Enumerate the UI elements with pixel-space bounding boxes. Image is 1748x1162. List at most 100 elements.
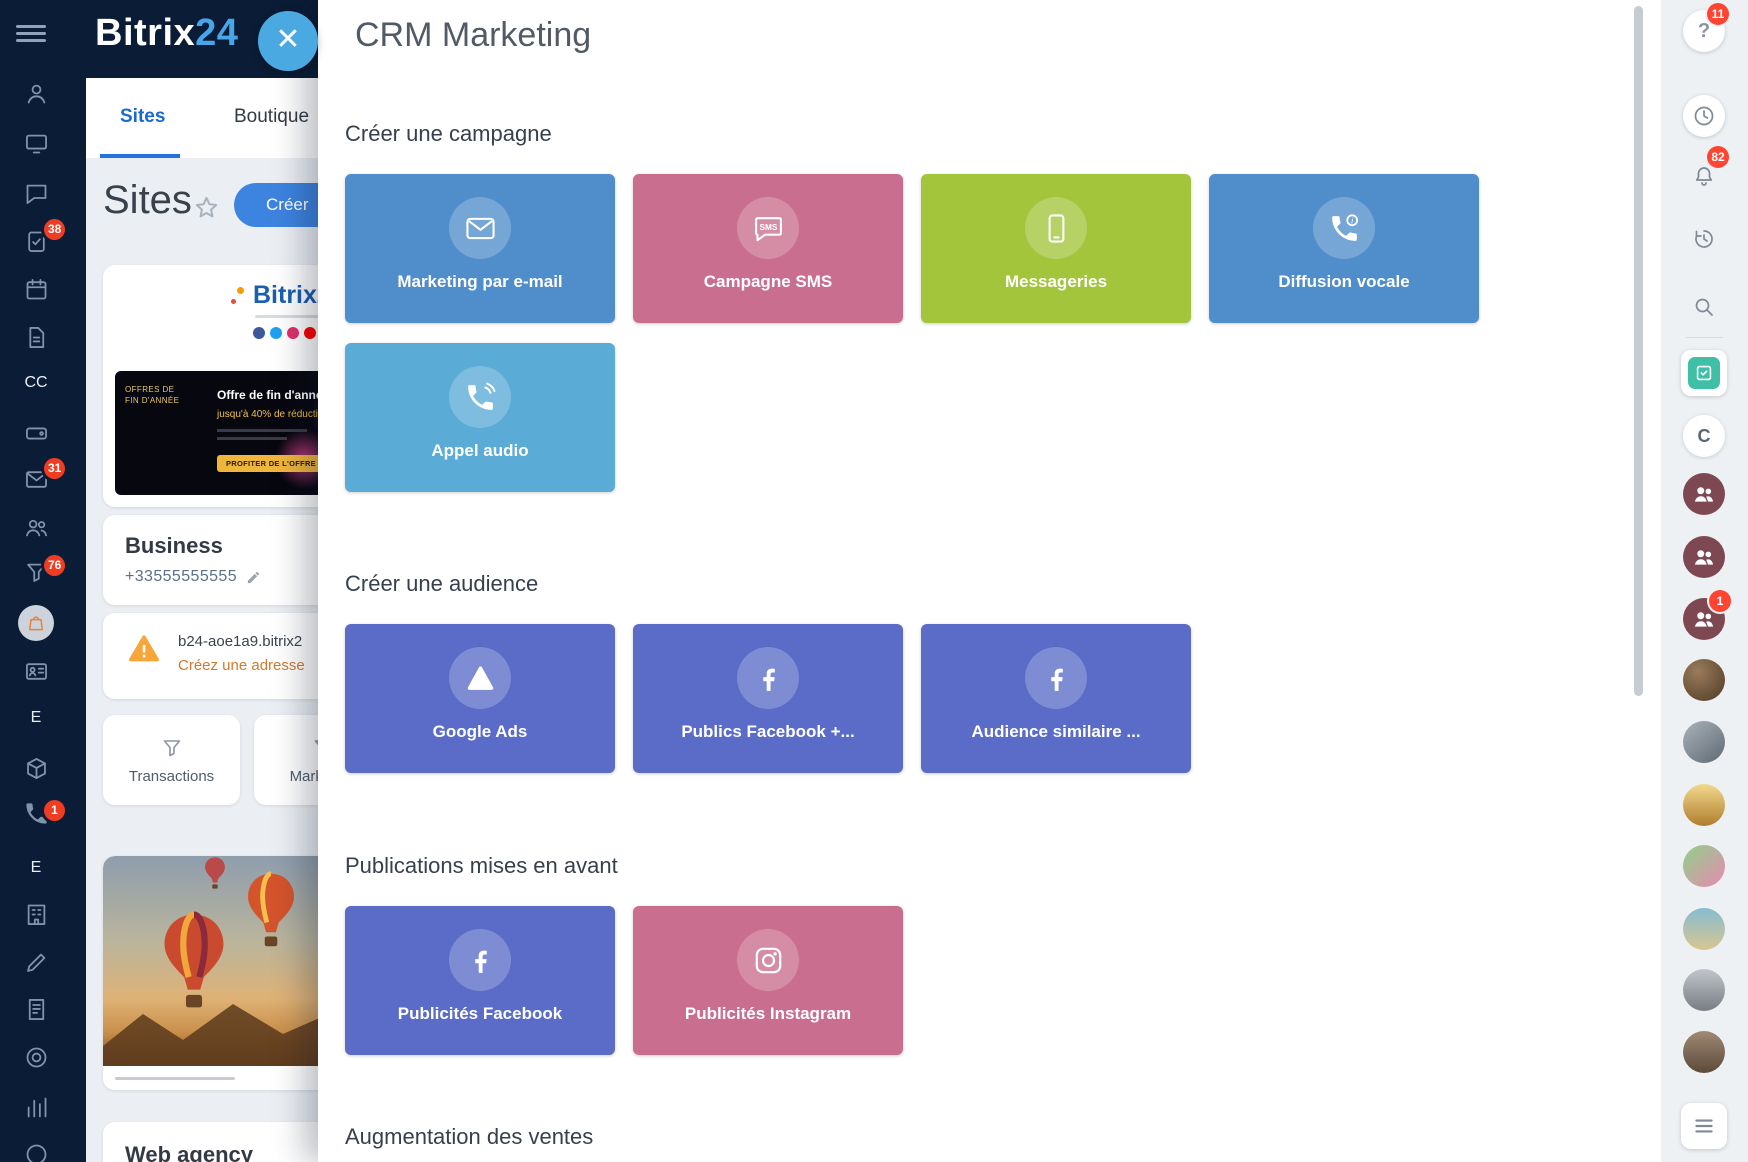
card-facebook-ads[interactable]: Publicités Facebook (345, 906, 615, 1055)
main-menu-icon[interactable] (16, 21, 46, 47)
mail-icon[interactable] (22, 465, 50, 493)
card-voice-broadcast[interactable]: i Diffusion vocale (1209, 174, 1479, 323)
panel-scrollbar-track (1631, 0, 1646, 1162)
card-google-ads[interactable]: Google Ads (345, 624, 615, 773)
sidebar-label-cc[interactable]: CC (24, 374, 48, 391)
chat-list-button[interactable] (1681, 1103, 1727, 1149)
close-icon: ✕ (275, 23, 301, 56)
contact-avatar[interactable] (1683, 908, 1725, 950)
tab-boutique[interactable]: Boutique (234, 106, 310, 127)
group-chat-avatar[interactable] (1683, 536, 1725, 578)
card-lookalike-audience[interactable]: Audience similaire ... (921, 624, 1191, 773)
automation-icon[interactable] (22, 1043, 50, 1071)
site-name: Business (125, 533, 223, 558)
twitter-icon (270, 327, 282, 339)
crm-badge: 76 (44, 555, 66, 576)
documents-icon[interactable] (22, 323, 50, 351)
help-button[interactable]: ? (1683, 10, 1725, 52)
drive-icon[interactable] (22, 419, 50, 447)
section-title: Créer une audience (345, 571, 539, 596)
panel-scrollbar-thumb[interactable] (1634, 6, 1643, 696)
counter-label: Transactions (128, 767, 215, 785)
planner-button[interactable] (1681, 350, 1727, 396)
sms-icon: SMS (737, 197, 799, 259)
promo-side-text: OFFRES DE FIN D'ANNÉE (125, 385, 180, 405)
user-avatar[interactable]: C (1683, 415, 1725, 457)
funnel-icon (163, 739, 180, 756)
mail-badge: 31 (44, 458, 66, 479)
edit-pencil-icon[interactable] (246, 570, 261, 585)
history-button[interactable] (1683, 218, 1725, 260)
bitrix24-logo[interactable]: Bitrix24 (95, 12, 239, 54)
messenger-icon[interactable] (22, 179, 50, 207)
contact-avatar[interactable] (1683, 1031, 1725, 1073)
card-audio-call[interactable]: Appel audio (345, 343, 615, 492)
facebook-icon (253, 327, 265, 339)
favorite-star-icon[interactable] (193, 194, 220, 221)
instagram-icon (737, 929, 799, 991)
svg-text:i: i (1351, 216, 1354, 225)
history-icon (1695, 230, 1713, 248)
group-chat-badge: 1 (1709, 590, 1731, 612)
clock-button[interactable] (1683, 95, 1725, 137)
contact-avatar[interactable] (1683, 721, 1725, 763)
marketplace-icon[interactable] (18, 605, 54, 641)
youtube-icon (304, 327, 316, 339)
sidebar-label-e2[interactable]: E (30, 859, 42, 876)
people-icon (1691, 481, 1717, 507)
notifications-badge: 82 (1707, 146, 1729, 168)
card-facebook-audience[interactable]: Publics Facebook +... (633, 624, 903, 773)
card-messengers[interactable]: Messageries (921, 174, 1191, 323)
analytics-icon[interactable] (22, 1093, 50, 1121)
crm-icon[interactable] (22, 513, 50, 541)
question-icon: ? (1697, 19, 1711, 42)
card-instagram-ads[interactable]: Publicités Instagram (633, 906, 903, 1055)
counter-transactions[interactable]: Transactions (103, 715, 240, 805)
tagline-placeholder (255, 315, 351, 318)
instagram-icon (287, 327, 299, 339)
more-icon[interactable] (22, 1140, 50, 1162)
card-marketing-email[interactable]: Marketing par e-mail (345, 174, 615, 323)
contact-avatar[interactable] (1683, 845, 1725, 887)
contact-center-icon[interactable] (22, 657, 50, 685)
tasks-icon[interactable] (22, 227, 50, 255)
sign-icon[interactable] (22, 948, 50, 976)
live-feed-icon[interactable] (22, 129, 50, 157)
section-sales-boost: Augmentation des ventes (345, 1124, 1661, 1150)
hot-air-balloon (248, 871, 294, 947)
contact-avatar[interactable] (1683, 969, 1725, 1011)
search-button[interactable] (1683, 286, 1725, 328)
contact-avatar[interactable] (1683, 784, 1725, 826)
workflows-icon[interactable] (22, 995, 50, 1023)
bell-icon (1695, 167, 1713, 186)
sites-icon[interactable] (22, 754, 50, 782)
right-toolbar: ? 11 82 C 1 (1661, 0, 1748, 1162)
logo-spark-icon (237, 287, 244, 294)
calendar-icon[interactable] (22, 275, 50, 303)
telephony-badge: 1 (44, 800, 65, 821)
planner-icon (1688, 357, 1720, 389)
promo-subtitle: jusqu'à 40% de réduction ! (217, 409, 335, 420)
list-icon (1695, 1119, 1713, 1133)
create-address-link[interactable]: Créez une adresse (178, 657, 305, 674)
search-icon (1695, 298, 1713, 316)
group-chat-avatar[interactable] (1683, 473, 1725, 515)
sidebar-label-e1[interactable]: E (30, 709, 42, 726)
warning-icon (129, 635, 159, 662)
section-boosted-posts: Publications mises en avant Publicités F… (345, 853, 1661, 1055)
close-panel-button[interactable]: ✕ (258, 11, 318, 71)
tab-sites[interactable]: Sites (120, 106, 166, 127)
promo-cta-button[interactable]: PROFITER DE L'OFFRE (217, 455, 325, 472)
toolbar-divider (1686, 337, 1723, 338)
card-sms-campaign[interactable]: SMS Campagne SMS (633, 174, 903, 323)
site-phone: +33555555555 (125, 568, 238, 585)
section-title: Créer une campagne (345, 121, 552, 146)
notifications-button[interactable] (1683, 155, 1725, 197)
contact-avatar[interactable] (1683, 659, 1725, 701)
crm-marketing-panel: CRM Marketing Créer une campagne Marketi… (318, 0, 1661, 1162)
site-name: Web agency (125, 1142, 253, 1162)
promo-text-placeholder (217, 429, 307, 432)
company-icon[interactable] (22, 900, 50, 928)
google-ads-icon (449, 647, 511, 709)
profile-icon[interactable] (22, 79, 50, 107)
